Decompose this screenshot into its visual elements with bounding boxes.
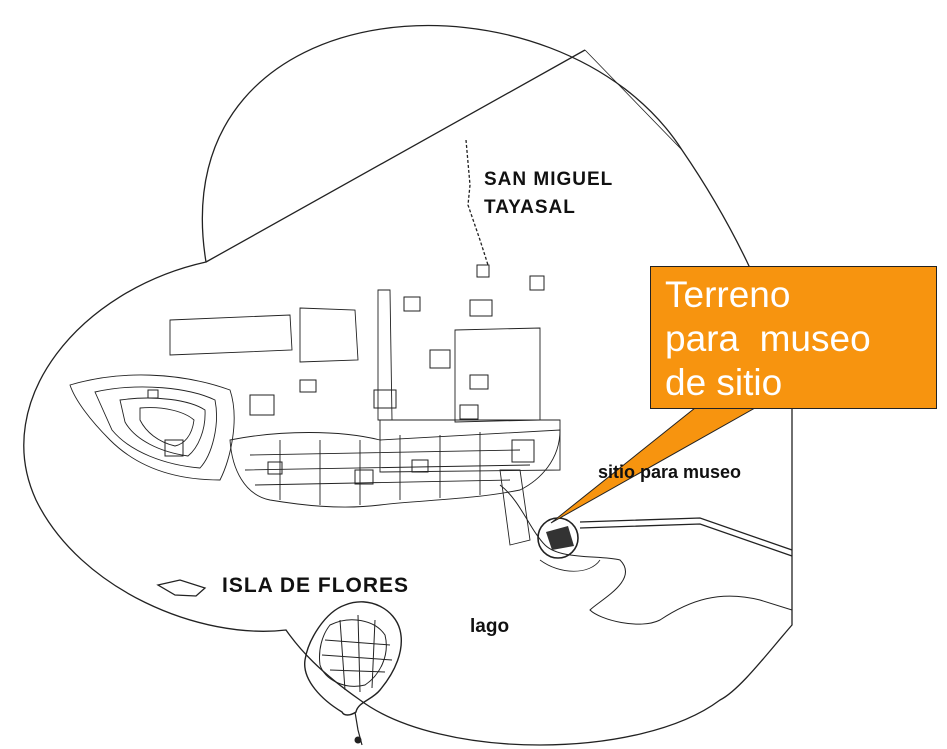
road-line-2 [584, 49, 683, 151]
structures [147, 264, 545, 485]
study-area-boundary [23, 24, 793, 746]
callout-line3: de sitio [665, 362, 783, 403]
callout-line1: Terreno [665, 274, 791, 315]
east-road-2 [579, 523, 793, 557]
east-road [579, 517, 793, 551]
label-san-miguel-line1: SAN MIGUEL [484, 169, 614, 190]
label-isla-de-flores: ISLA DE FLORES [222, 574, 410, 597]
shoreline [499, 484, 793, 625]
small-islet [156, 579, 207, 597]
road-line [205, 49, 586, 263]
callout-line2: para museo [665, 318, 871, 359]
label-sitio-para-museo: sitio para museo [598, 462, 742, 482]
label-san-miguel-tayasal: SAN MIGUEL TAYASAL [484, 166, 613, 222]
inlet [539, 559, 601, 572]
label-lago: lago [470, 616, 510, 637]
flores-island [304, 601, 402, 746]
label-san-miguel-line2: TAYASAL [484, 197, 576, 218]
footpath [465, 139, 489, 266]
town-footprint [69, 289, 561, 546]
